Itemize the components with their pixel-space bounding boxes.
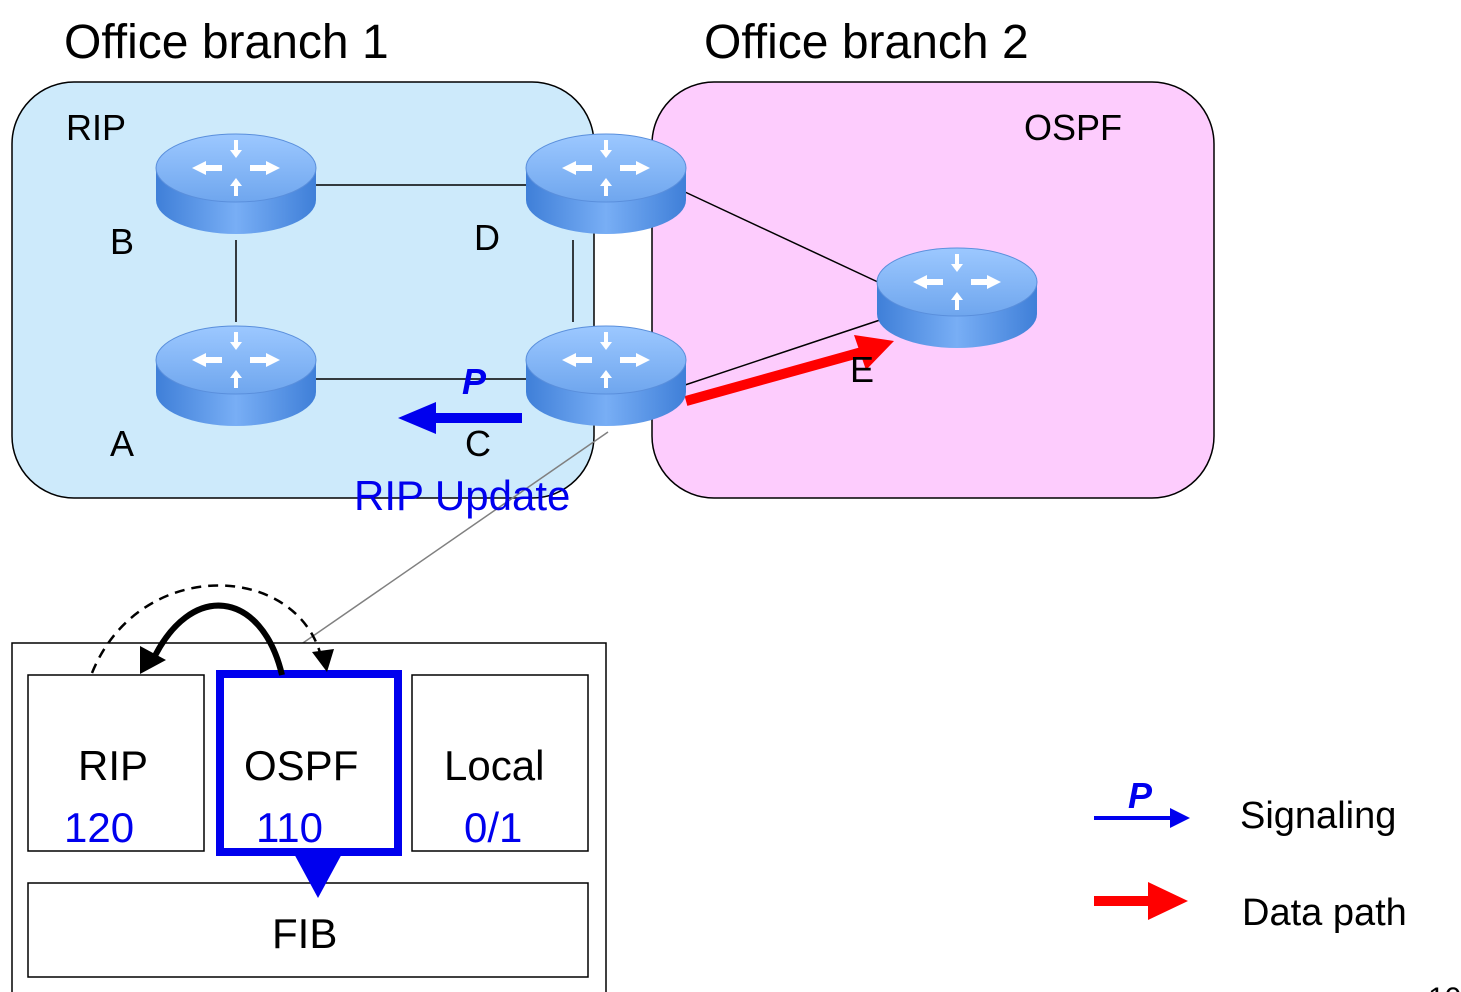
signal-label: RIP Update: [354, 472, 570, 519]
legend-datapath-label: Data path: [1242, 892, 1407, 934]
router-label-b: B: [110, 221, 134, 262]
router-c-icon[interactable]: [525, 325, 687, 427]
fib-label: FIB: [272, 910, 337, 957]
redistribute-ospf-to-rip-arrowhead: [140, 646, 166, 674]
rib-ospf-box: [216, 670, 402, 856]
redistribute-rip-to-ospf-arrow: [90, 584, 324, 674]
legend: P Signaling Data path: [1094, 775, 1407, 934]
router-label-a: A: [110, 423, 134, 464]
branch-1-protocol: RIP: [66, 107, 126, 148]
rib-ospf-distance: 110: [256, 804, 323, 851]
signal-marker: P: [462, 361, 487, 402]
page-number: 10: [1428, 982, 1461, 992]
signal-arrowhead: [398, 402, 436, 434]
redistribute-rip-to-ospf-arrowhead: [312, 649, 334, 672]
fib-box: [27, 882, 589, 978]
data-path-arrow: [684, 347, 864, 406]
zoom-line: [299, 431, 609, 646]
legend-datapath-arrowhead: [1148, 882, 1188, 920]
rib-ospf-label: OSPF: [244, 742, 358, 789]
router-b-icon[interactable]: [155, 133, 317, 235]
branch-2-protocol: OSPF: [1024, 107, 1122, 148]
router-a-icon[interactable]: [155, 325, 317, 427]
link-c-e: [684, 319, 881, 386]
rib-local-label: Local: [444, 742, 544, 789]
link-d-e: [684, 191, 881, 284]
router-d-icon[interactable]: [525, 133, 687, 235]
rib-rip-distance: 120: [64, 804, 134, 851]
router-label-d: D: [474, 217, 500, 258]
rib-rip-label: RIP: [78, 742, 148, 789]
rib-rip-box: [27, 674, 205, 852]
router-label-c: C: [465, 423, 491, 464]
ospf-to-fib-arrowhead: [292, 850, 344, 898]
router-label-e: E: [850, 349, 874, 390]
rib-local-distance: 0/1: [464, 804, 522, 851]
legend-signaling-label: Signaling: [1240, 795, 1396, 837]
branch-1-title: Office branch 1: [64, 16, 389, 69]
redistribute-ospf-to-rip-arrow: [149, 602, 285, 676]
router-e-icon[interactable]: [876, 247, 1038, 349]
legend-signaling-marker: P: [1128, 775, 1153, 816]
branch-2-title: Office branch 2: [704, 16, 1029, 69]
legend-signaling-arrowhead: [1170, 808, 1190, 828]
data-path-arrowhead: [854, 335, 894, 370]
rib-local-box: [411, 674, 589, 852]
